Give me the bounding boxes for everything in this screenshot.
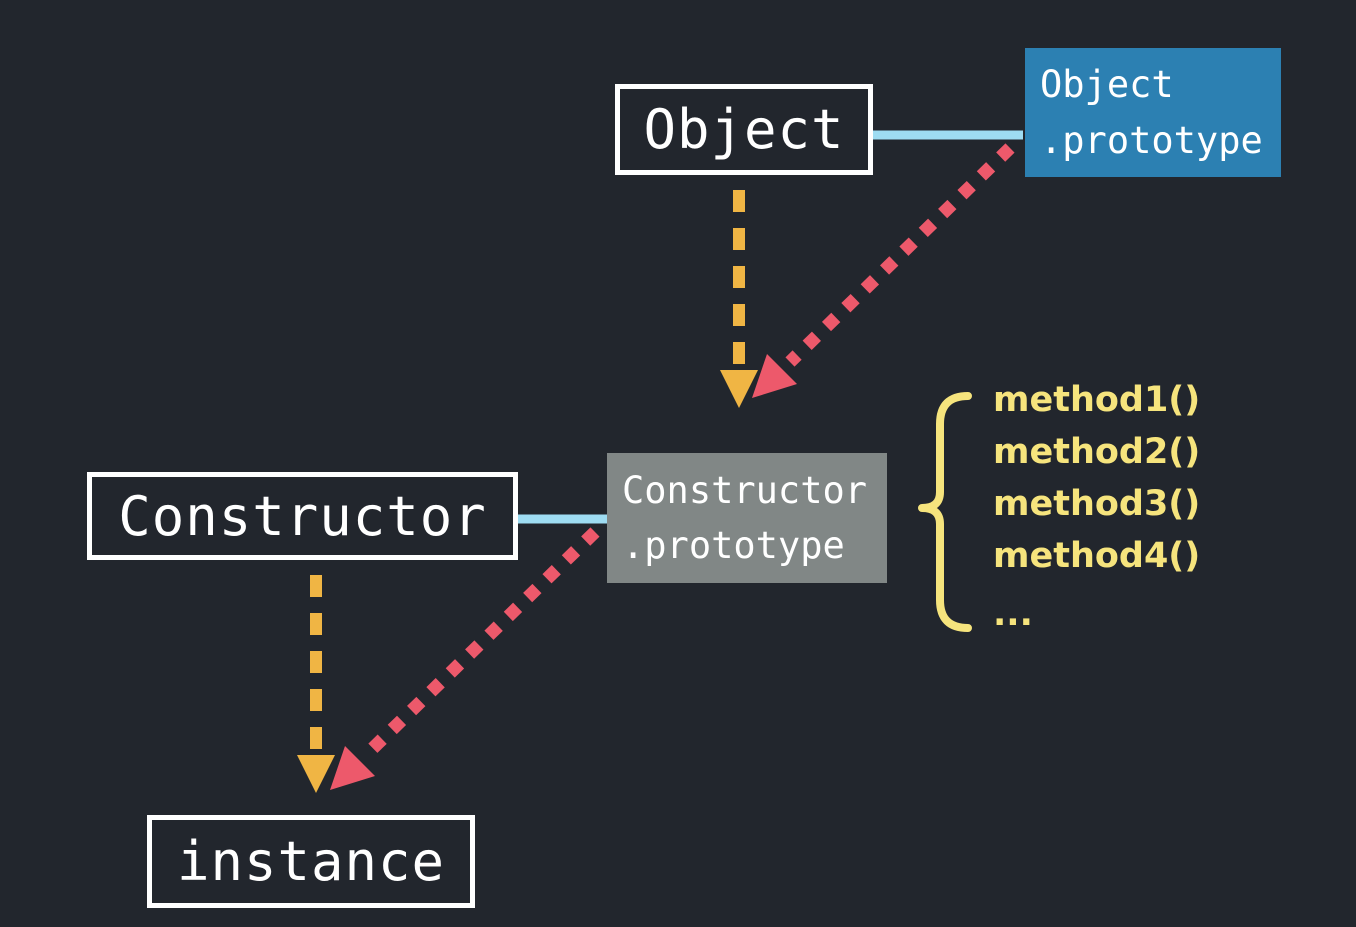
method-item: method3() bbox=[993, 484, 1201, 524]
method-item-ellipsis: ... bbox=[993, 594, 1033, 634]
method-item: method1() bbox=[993, 380, 1201, 420]
dashed-arrowhead bbox=[297, 755, 335, 793]
object-prototype-label-line2: .prototype bbox=[1040, 118, 1263, 162]
methods-list: method1() method2() method3() method4() … bbox=[993, 374, 1200, 634]
constructor-prototype-label-line2: .prototype bbox=[622, 524, 845, 567]
dotted-arrow-shaft bbox=[363, 527, 600, 758]
constructor-prototype-node: Constructor .prototype bbox=[607, 453, 887, 583]
dashed-arrow-object-to-constructor-prototype bbox=[720, 190, 758, 408]
dashed-arrow-constructor-to-instance bbox=[297, 575, 335, 793]
instance-label: instance bbox=[176, 830, 446, 893]
constructor-label: Constructor bbox=[118, 484, 487, 548]
object-prototype-label-line1: Object bbox=[1040, 63, 1174, 106]
object-node: Object bbox=[615, 84, 873, 175]
method-item: method4() bbox=[993, 536, 1201, 576]
constructor-node: Constructor bbox=[87, 472, 518, 560]
dotted-arrowhead bbox=[752, 354, 797, 398]
method-item: method2() bbox=[993, 432, 1201, 472]
dotted-arrowhead bbox=[330, 746, 375, 790]
constructor-prototype-label-line1: Constructor bbox=[622, 468, 868, 512]
curly-brace bbox=[918, 392, 972, 632]
object-prototype-node: Object .prototype bbox=[1025, 48, 1281, 177]
dashed-arrowhead bbox=[720, 370, 758, 408]
dotted-arrow-object-prototype-to-constructor-prototype bbox=[752, 143, 1015, 398]
object-label: Object bbox=[643, 98, 845, 161]
instance-node: instance bbox=[147, 815, 475, 908]
dotted-arrow-shaft bbox=[785, 143, 1015, 367]
dotted-arrow-constructor-prototype-to-instance bbox=[330, 527, 600, 790]
